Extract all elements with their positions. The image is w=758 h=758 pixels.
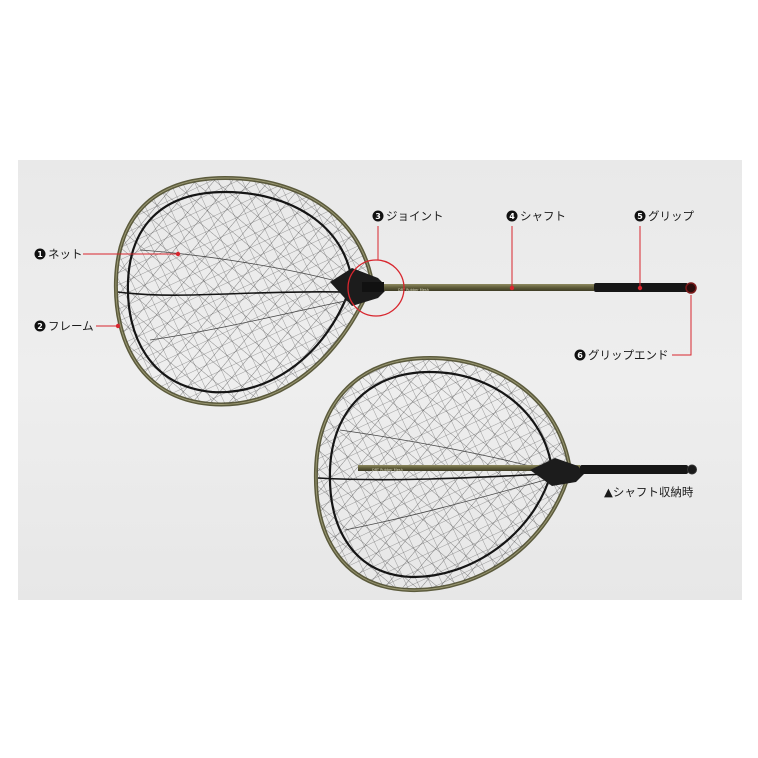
callout-grip-end: 6 グリップエンド <box>574 348 669 362</box>
net-stowed: DRT Rubber Mesh <box>313 355 697 593</box>
callout-number: 4 <box>509 212 515 221</box>
callout-number: 6 <box>577 351 583 360</box>
joint-highlight-circle <box>347 259 405 317</box>
callout-joint: 3 ジョイント <box>372 209 444 223</box>
net-rim <box>126 190 354 394</box>
callout-frame: 2 フレーム <box>34 319 94 333</box>
shaft-brand-text-stowed: DRT Rubber Mesh <box>372 468 403 472</box>
shaft <box>384 284 594 291</box>
callout-shaft: 4 シャフト <box>506 209 566 223</box>
stowed-caption: ▲シャフト収納時 <box>604 485 694 499</box>
callout-label-joint: ジョイント <box>386 209 444 223</box>
callout-label-grip: グリップ <box>648 209 694 223</box>
shaft-brand-text: DRT Rubber Mesh <box>398 288 429 292</box>
joint <box>330 268 388 306</box>
net-extended: DRT Rubber Mesh <box>113 175 697 407</box>
callout-label-grip-end: グリップエンド <box>588 348 669 362</box>
callout-label-shaft: シャフト <box>520 209 566 223</box>
grip-end-stowed <box>687 464 697 475</box>
callout-number: 1 <box>37 250 43 259</box>
callout-number: 5 <box>637 212 643 221</box>
callout-label-net: ネット <box>48 247 83 261</box>
callout-grip: 5 グリップ <box>634 209 694 223</box>
callout-leaders <box>83 226 692 356</box>
callout-number: 2 <box>37 322 43 331</box>
callout-number: 3 <box>375 212 381 221</box>
callout-net: 1 ネット <box>34 247 83 261</box>
shaft-stowed <box>358 465 580 471</box>
grip-end <box>685 282 697 294</box>
callout-label-frame: フレーム <box>48 319 94 333</box>
grip-stowed <box>580 465 688 474</box>
